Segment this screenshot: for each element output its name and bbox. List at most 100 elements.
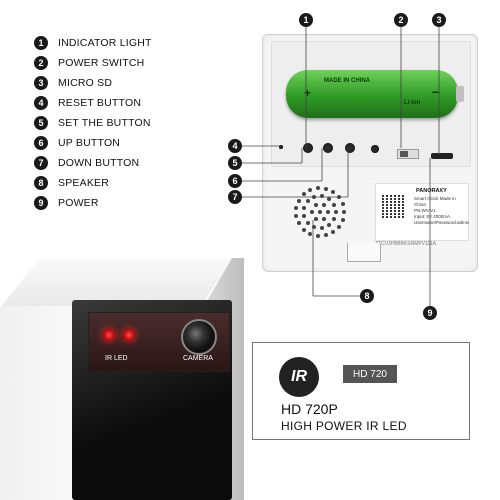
label-line: PN:WS-V1 xyxy=(414,208,436,213)
battery-made-in: MADE IN CHINA xyxy=(324,78,370,84)
camera-window: IR LED CAMERA xyxy=(88,312,230,372)
label-line: Smart Clock Made in China xyxy=(414,196,456,207)
battery-chemistry: Li-Ion xyxy=(404,100,421,106)
speaker-hole xyxy=(294,213,299,218)
speaker-hole xyxy=(318,210,322,214)
speaker-hole xyxy=(314,203,318,208)
callout-4: 4 xyxy=(228,139,242,153)
micro-sd-slot[interactable] xyxy=(431,153,453,159)
ir-led-feature-text: HIGH POWER IR LED xyxy=(281,419,407,433)
speaker-hole xyxy=(331,189,336,194)
speaker-hole xyxy=(301,227,306,232)
speaker-hole xyxy=(332,202,337,207)
label-line: Username/Password:admin xyxy=(414,220,470,225)
legend-number: 7 xyxy=(34,156,48,170)
device-back-panel: + MADE IN CHINA Li-Ion − PANORAXY Smart … xyxy=(262,34,478,272)
speaker-hole xyxy=(334,210,338,214)
legend-label: SPEAKER xyxy=(58,177,110,189)
speaker-hole xyxy=(322,216,326,221)
speaker-hole xyxy=(316,233,321,238)
legend-item-up-button: 6 UP BUTTON xyxy=(34,133,214,153)
speaker-hole xyxy=(296,221,301,226)
power-switch[interactable] xyxy=(397,149,419,159)
speaker-hole xyxy=(302,213,307,218)
legend-item-down-button: 7 DOWN BUTTON xyxy=(34,153,214,173)
down-button[interactable] xyxy=(345,143,355,153)
legend-item-micro-sd: 3 MICRO SD xyxy=(34,73,214,93)
legend-label: POWER xyxy=(58,197,99,209)
legend-number: 5 xyxy=(34,116,48,130)
speaker-hole xyxy=(336,224,341,229)
battery: + MADE IN CHINA Li-Ion − xyxy=(286,70,464,118)
serial-number: ZTCVJPBBBKSRMPV111A xyxy=(375,241,436,247)
battery-plus-sign: + xyxy=(304,86,312,100)
speaker-hole xyxy=(326,210,330,214)
legend-item-reset-button: 4 RESET BUTTON xyxy=(34,93,214,113)
callout-3: 3 xyxy=(432,13,446,27)
label-line: Input: 5V 2000mA xyxy=(414,214,451,219)
up-button[interactable] xyxy=(323,143,333,153)
legend-label: MICRO SD xyxy=(58,77,113,89)
legend-label: DOWN BUTTON xyxy=(58,157,140,169)
set-button[interactable] xyxy=(303,143,313,153)
indicator-light xyxy=(371,145,379,153)
legend-number: 4 xyxy=(34,96,48,110)
legend-number: 3 xyxy=(34,76,48,90)
callout-1: 1 xyxy=(299,13,313,27)
legend-number: 9 xyxy=(34,196,48,210)
legend-item-power-switch: 2 POWER SWITCH xyxy=(34,53,214,73)
callout-2: 2 xyxy=(394,13,408,27)
legend-number: 1 xyxy=(34,36,48,50)
speaker-hole xyxy=(327,223,332,228)
legend-item-power: 9 POWER xyxy=(34,193,214,213)
reset-button-hole[interactable] xyxy=(279,145,283,149)
callout-9: 9 xyxy=(423,306,437,320)
camera-lens-icon xyxy=(181,319,217,355)
speaker-hole xyxy=(294,206,299,211)
speaker-hole xyxy=(322,203,326,208)
hd-badge: HD 720 xyxy=(343,365,397,383)
speaker-hole xyxy=(340,217,345,222)
legend: 1 INDICATOR LIGHT 2 POWER SWITCH 3 MICRO… xyxy=(34,33,214,213)
speaker-hole xyxy=(312,224,317,229)
speaker-hole xyxy=(302,206,307,211)
speaker-hole xyxy=(314,216,318,221)
callout-5: 5 xyxy=(228,156,242,170)
legend-item-speaker: 8 SPEAKER xyxy=(34,173,214,193)
speaker-hole xyxy=(319,194,324,199)
speaker-hole xyxy=(312,195,317,200)
brand-name: PANORAXY xyxy=(416,188,447,194)
legend-number: 8 xyxy=(34,176,48,190)
callout-8: 8 xyxy=(360,289,374,303)
speaker-hole xyxy=(323,233,328,238)
speaker-hole xyxy=(331,230,336,235)
legend-label: POWER SWITCH xyxy=(58,57,145,69)
camera-label: CAMERA xyxy=(183,355,213,362)
legend-label: RESET BUTTON xyxy=(58,97,142,109)
speaker-hole xyxy=(301,192,306,197)
product-label: PANORAXY Smart Clock Made in China PN:WS… xyxy=(375,183,469,241)
legend-label: INDICATOR LIGHT xyxy=(58,37,152,49)
callout-6: 6 xyxy=(228,174,242,188)
speaker-hole xyxy=(340,202,345,207)
speaker-grille xyxy=(285,177,355,247)
camera-cube-top xyxy=(0,258,232,308)
speaker-hole xyxy=(336,195,341,200)
speaker-hole xyxy=(327,196,332,201)
ir-led-right xyxy=(123,329,135,341)
speaker-hole xyxy=(316,186,321,191)
battery-minus-sign: − xyxy=(431,84,440,100)
legend-item-set-button: 5 SET THE BUTTON xyxy=(34,113,214,133)
ir-logo: IR xyxy=(279,357,319,397)
speaker-hole xyxy=(308,188,313,193)
resolution-text: HD 720P xyxy=(281,401,338,417)
speaker-hole xyxy=(306,199,311,204)
callout-7: 7 xyxy=(228,190,242,204)
speaker-hole xyxy=(332,217,337,222)
speaker-hole xyxy=(308,231,313,236)
speaker-hole xyxy=(306,220,311,225)
legend-label: UP BUTTON xyxy=(58,137,121,149)
speaker-hole xyxy=(310,210,314,214)
speaker-hole xyxy=(323,186,328,191)
legend-number: 2 xyxy=(34,56,48,70)
